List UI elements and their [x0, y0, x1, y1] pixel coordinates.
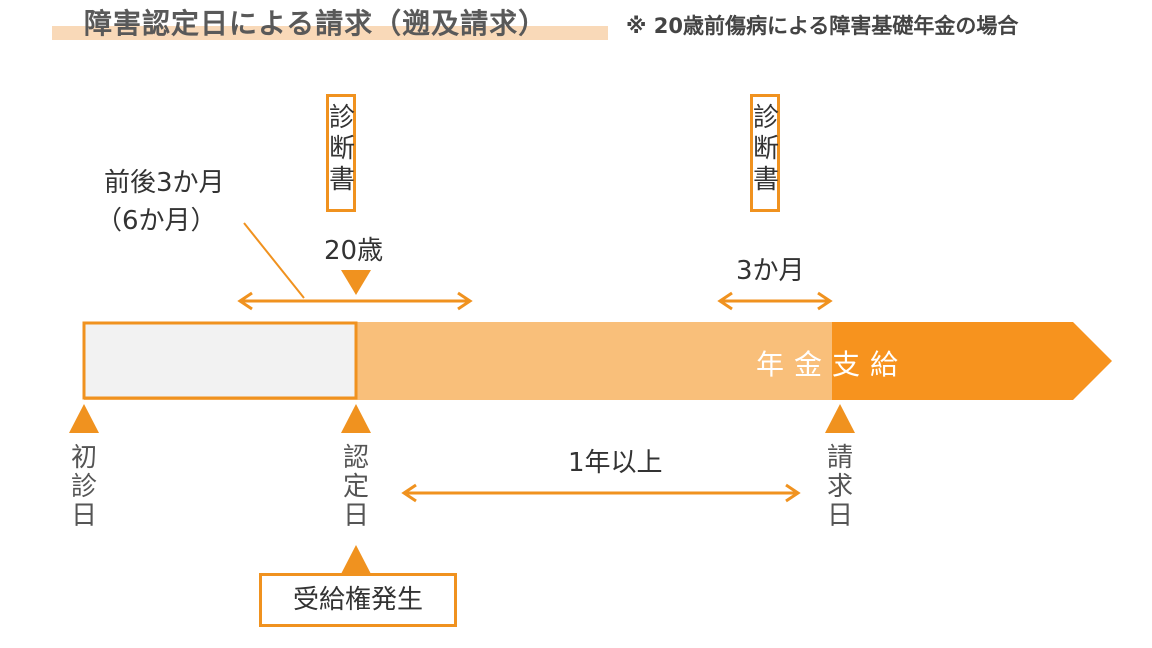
- leader-line: [243, 222, 305, 299]
- pension-arrow-dark: [830, 322, 1112, 400]
- six-months-label: （6か月）: [96, 206, 217, 236]
- initial-visit-date-label: 初 診 日: [66, 444, 102, 531]
- label-char: 日: [70, 501, 97, 531]
- label-char: 請: [826, 443, 853, 473]
- label-char: 日: [826, 501, 853, 531]
- double-arrow-one-year: [401, 483, 801, 503]
- diagnosis-char: 書: [329, 165, 356, 195]
- recognition-date-label: 認 定 日: [338, 444, 374, 531]
- age20-marker: [341, 270, 371, 295]
- three-months-label: 3か月: [736, 256, 805, 286]
- label-char: 日: [342, 501, 369, 531]
- before-after-label: 前後3か月: [104, 168, 225, 198]
- label-char: 診: [70, 472, 97, 502]
- claim-date-label: 請 求 日: [822, 444, 858, 531]
- page-title: 障害認定日による請求（遡及請求）: [84, 7, 548, 40]
- recognition-marker: [341, 404, 371, 433]
- claim-marker: [825, 404, 855, 433]
- label-char: 認: [342, 443, 369, 473]
- double-arrow-three-months: [717, 291, 833, 311]
- diagnosis-char: 診: [329, 103, 356, 133]
- initial-visit-marker: [69, 404, 99, 433]
- right-arises-marker: [341, 545, 371, 574]
- right-arises-box: 受給権発生: [259, 573, 457, 627]
- label-char: 初: [70, 443, 97, 473]
- page-subtitle: ※ 20歳前傷病による障害基礎年金の場合: [626, 14, 1019, 38]
- diagnosis-certificate-box-1: 診 断 書: [326, 94, 356, 212]
- diagnosis-certificate-box-2: 診 断 書: [750, 94, 780, 212]
- one-year-label: 1年以上: [568, 448, 663, 478]
- age20-label: 20歳: [324, 236, 384, 266]
- pension-payment-label: 年金支給: [756, 348, 909, 381]
- diagnosis-char: 診: [753, 103, 780, 133]
- title-highlight-band: [52, 26, 608, 40]
- label-char: 求: [826, 472, 853, 502]
- diagnosis-char: 断: [329, 134, 356, 164]
- period-box-gray: [82, 321, 358, 400]
- label-char: 定: [342, 472, 369, 502]
- diagnosis-char: 断: [753, 134, 780, 164]
- double-arrow-before-after: [237, 291, 473, 311]
- diagnosis-char: 書: [753, 165, 780, 195]
